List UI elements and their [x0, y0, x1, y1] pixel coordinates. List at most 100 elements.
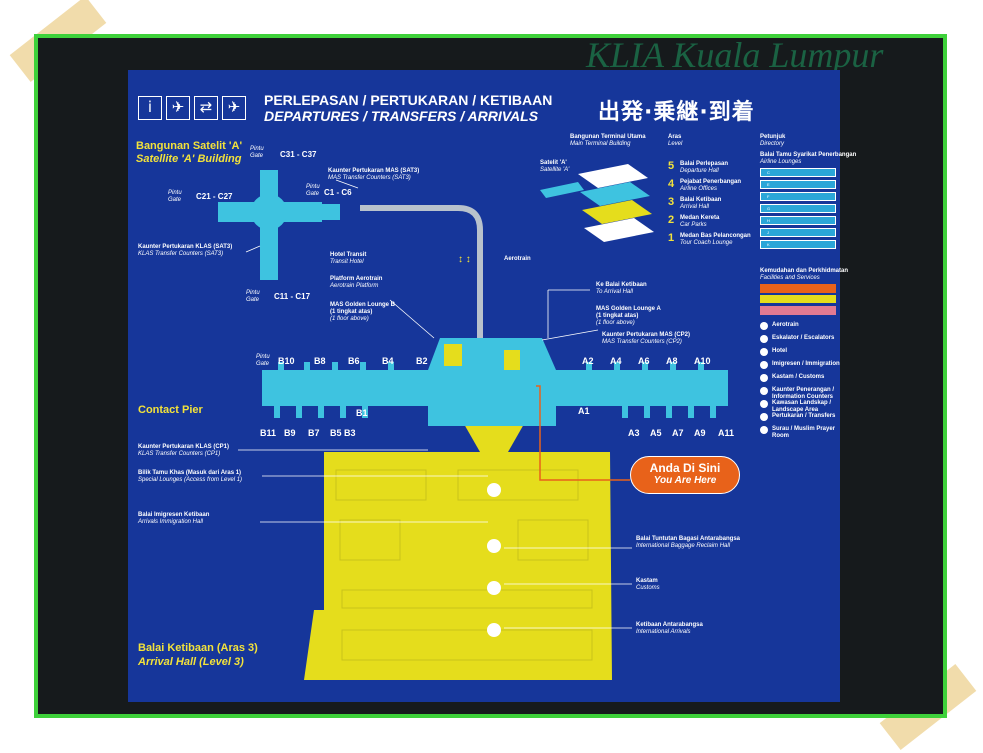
- satellite-a-building: [218, 170, 340, 280]
- directory-row: J: [760, 228, 836, 237]
- level-heading: Aras Level: [668, 134, 683, 147]
- facility-icon: [760, 413, 768, 421]
- golden-lounge-b-label: MAS Golden Lounge B (1 tingkat atas) (1 …: [330, 302, 395, 322]
- facility-item: Surau / Muslim Prayer Room: [760, 426, 840, 440]
- facility-item: Eskalator / Escalators: [760, 335, 834, 343]
- level-number: 1: [668, 232, 675, 244]
- facility-item: Pertukaran / Transfers: [760, 413, 835, 421]
- gate-label: A9: [694, 428, 706, 438]
- satellite-title-en: Satellite 'A' Building: [136, 153, 242, 165]
- golden-lounge-a-label: MAS Golden Lounge A (1 tingkat atas) (1 …: [596, 306, 661, 326]
- main-terminal-label: Bangunan Terminal Utama Main Terminal Bu…: [570, 134, 646, 147]
- facility-label: Hotel: [772, 348, 787, 354]
- level-number: 4: [668, 178, 675, 190]
- you-are-here-line: [536, 385, 630, 481]
- directory-row-label: E: [760, 180, 836, 189]
- directory-row: C: [760, 168, 836, 177]
- special-lounges-label: Bilik Tamu Khas (Masuk dari Aras 1) Spec…: [138, 470, 243, 483]
- pier-fingers: [274, 362, 716, 418]
- facility-item: Kawasan Landskap / Landscape Area: [760, 400, 840, 414]
- directory-row-label: G: [760, 204, 836, 213]
- facility-icon: [760, 322, 768, 330]
- arrival-hall-title-ms: Balai Ketibaan (Aras 3): [138, 642, 258, 654]
- terminal-level-stack: [540, 164, 654, 242]
- pier-shop-1: [444, 344, 462, 366]
- directory-row: F: [760, 192, 836, 201]
- transfer-icon: ⇄: [194, 96, 218, 120]
- arrival-plane-icon: ✈: [222, 96, 246, 120]
- gate-label: B5: [330, 428, 342, 438]
- you-are-here-ms: Anda Di Sini: [649, 461, 721, 475]
- directory-row-label: C: [760, 168, 836, 177]
- facility-item: Aerotrain: [760, 322, 799, 330]
- directory-row-label: H: [760, 216, 836, 225]
- klas-cp1-counter: Kaunter Pertukaran KLAS (CP1) KLAS Trans…: [138, 444, 230, 457]
- facility-label: Kastam / Customs: [772, 374, 825, 380]
- gate-label: B11: [260, 428, 277, 438]
- level-number: 3: [668, 196, 675, 208]
- aerotrain-track: [360, 205, 483, 338]
- gate-label: A8: [666, 356, 678, 366]
- you-are-here-en: You Are Here: [653, 475, 717, 486]
- arrival-hall-details: [335, 469, 593, 661]
- gate-label: A10: [694, 356, 711, 366]
- gate-label: B9: [284, 428, 296, 438]
- gate-label: A3: [628, 428, 640, 438]
- facility-label: Kawasan Landskap / Landscape Area: [772, 400, 832, 413]
- vertical-arrows-icon: ↕ ↕: [458, 254, 471, 265]
- transit-hotel-label: Hotel Transit Transit Hotel: [330, 252, 367, 265]
- directory-row: G: [760, 204, 836, 213]
- directory-row-label: J: [760, 228, 836, 237]
- facility-item: Kaunter Penerangan / Information Counter…: [760, 387, 840, 401]
- directory-row: E: [760, 180, 836, 189]
- gate-label: B10: [278, 356, 295, 366]
- facility-icon: [760, 426, 768, 434]
- facility-band-yellow: [760, 295, 836, 303]
- info-icon: i: [138, 96, 162, 120]
- facility-label: Imigresen / Immigration: [772, 361, 840, 367]
- airline-lounges-heading: Balai Tamu Syarikat Penerbangan Airline …: [760, 152, 857, 165]
- gate-label: A6: [638, 356, 650, 366]
- contact-pier-title: Contact Pier: [138, 404, 203, 416]
- title-chinese: 出発·乗継·到着: [598, 100, 755, 125]
- arrival-hall-shape: [304, 452, 612, 680]
- to-arrival-hall-label: Ke Balai Ketibaan To Arrival Hall: [596, 282, 647, 295]
- facility-icon: [760, 335, 768, 343]
- gate-label: B2: [416, 356, 428, 366]
- gate-label: A2: [582, 356, 594, 366]
- facilities-heading: Kemudahan dan Perkhidmatan Facilities an…: [760, 268, 849, 281]
- immigration-hall-label: Balai Imigresen Ketibaan Arrivals Immigr…: [138, 512, 210, 525]
- departure-plane-icon: ✈: [166, 96, 190, 120]
- gate-label: B8: [314, 356, 326, 366]
- klas-sat3-counter: Kaunter Pertukaran KLAS (SAT3) KLAS Tran…: [138, 244, 233, 257]
- arrival-connector: [464, 424, 524, 452]
- arrival-icons: [487, 483, 501, 637]
- gate-range-c31: C31 - C37: [280, 150, 317, 159]
- facility-band-orange: [760, 284, 836, 293]
- map-graphic: [218, 164, 728, 680]
- facility-label: Eskalator / Escalators: [772, 335, 835, 341]
- gate-label: A11: [718, 428, 735, 438]
- facility-icon: [760, 387, 768, 395]
- aerotrain-platform-label: Platform Aerotrain Aerotrain Platform: [330, 276, 383, 289]
- directory-board: i ✈ ⇄ ✈ PERLEPASAN / PERTUKARAN / KETIBA…: [128, 70, 856, 702]
- you-are-here-bubble: Anda Di Sini You Are Here: [630, 456, 740, 494]
- facility-icon: [760, 361, 768, 369]
- gate-label: B3: [344, 428, 356, 438]
- level-number: 5: [668, 160, 675, 172]
- facility-item: Imigresen / Immigration: [760, 361, 840, 369]
- watermark: KLIA Kuala Lumpur: [586, 35, 884, 75]
- gate-range-c11: C11 - C17: [274, 292, 311, 301]
- aerotrain-label: Aerotrain: [504, 256, 531, 262]
- international-arrivals-label: Ketibaan Antarabangsa International Arri…: [636, 622, 703, 635]
- title-english: DEPARTURES / TRANSFERS / ARRIVALS: [264, 108, 539, 124]
